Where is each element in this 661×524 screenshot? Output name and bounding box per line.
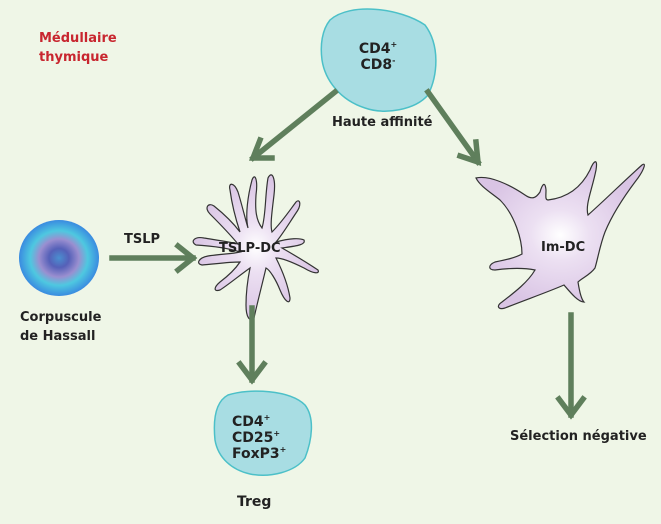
hassall-corpuscle — [19, 220, 99, 296]
region-label-line: Médullaire — [39, 31, 117, 46]
treg-caption: Treg — [237, 494, 272, 510]
marker-cd4: CD4+ — [358, 40, 398, 58]
region-label: Médullaire thymique — [39, 29, 117, 67]
top-t-cell — [320, 8, 437, 112]
arrow-tslp-dc-to-treg — [236, 305, 268, 385]
tslp-arrow-label: TSLP — [124, 232, 161, 247]
hassall-caption-line: de Hassall — [20, 329, 96, 344]
arrow-hassall-to-tslp-dc — [109, 242, 198, 274]
hassall-caption: Corpuscule de Hassall — [20, 308, 101, 346]
top-cell-markers: CD4+ CD8- — [348, 40, 408, 74]
im-dc-cell — [475, 161, 645, 310]
arrow-im-dc-to-selection — [555, 312, 587, 420]
marker-cd25: CD25+ — [232, 429, 281, 447]
marker-foxp3: FoxP3+ — [232, 445, 287, 463]
arrow-top-to-im-dc — [424, 88, 482, 166]
tslp-dc-cell — [192, 174, 319, 321]
outcome-label: Sélection négative — [510, 429, 647, 444]
im-dc-label: Im-DC — [541, 240, 586, 255]
marker-cd8: CD8- — [360, 56, 396, 74]
tslp-dc-label: TSLP-DC — [219, 241, 281, 256]
hassall-caption-line: Corpuscule — [20, 310, 102, 325]
top-cell-caption: Haute affinité — [332, 115, 433, 130]
arrow-top-to-tslp-dc — [248, 88, 339, 162]
treg-markers: CD4+ CD25+ FoxP3+ — [232, 413, 287, 463]
treg-cell — [213, 390, 313, 476]
marker-cd4: CD4+ — [232, 413, 271, 431]
region-label-line: thymique — [39, 50, 109, 65]
